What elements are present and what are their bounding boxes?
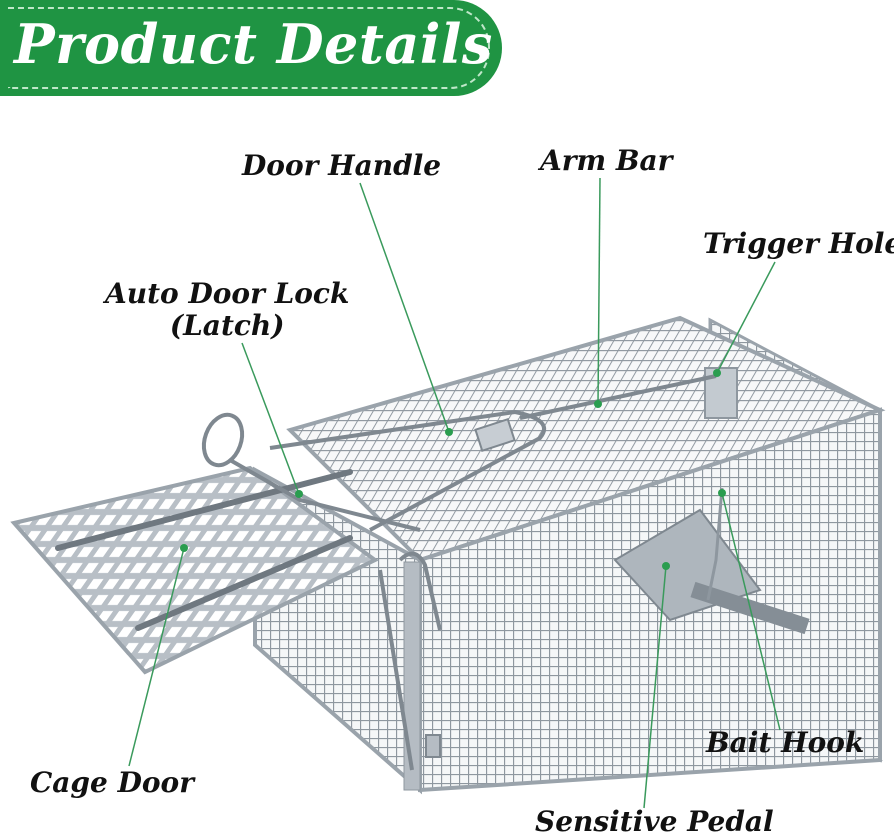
product-details-banner: Product Details [0, 0, 502, 96]
dot-trigger-hole [713, 369, 721, 377]
latch-bar [229, 458, 421, 532]
dot-arm-bar [594, 400, 602, 408]
latch-clip [398, 551, 442, 631]
arm-bar-rod [519, 374, 717, 420]
dot-auto-door-lock [295, 490, 303, 498]
label-arm-bar: Arm Bar [540, 144, 673, 177]
label-auto-door-lock-line1: Auto Door Lock [105, 277, 350, 310]
dot-sensitive-pedal [662, 562, 670, 570]
label-door-handle: Door Handle [242, 149, 442, 182]
handle-bracket [474, 418, 516, 452]
leader-auto-door-lock [241, 342, 300, 495]
dot-door-handle [445, 428, 453, 436]
dot-cage-door [180, 544, 188, 552]
door-rod-lower [135, 535, 353, 631]
bait-hook [706, 487, 724, 601]
leader-trigger-hole [716, 261, 776, 374]
door-handle-loop [269, 409, 547, 532]
label-bait-hook: Bait Hook [706, 726, 865, 759]
door-hinge-rod [378, 569, 414, 771]
label-cage-door: Cage Door [30, 766, 194, 799]
door-latch-tab [425, 734, 441, 758]
door-rod-upper [55, 469, 353, 551]
cage-door-plate [10, 465, 379, 675]
dot-bait-hook [718, 489, 726, 497]
label-auto-door-lock: Auto Door Lock (Latch) [105, 278, 349, 342]
leader-bait-hook [721, 492, 781, 731]
leader-sensitive-pedal [643, 565, 667, 809]
leader-cage-door [128, 547, 185, 767]
leader-door-handle [359, 182, 450, 433]
label-trigger-hole: Trigger Hole [703, 227, 894, 260]
banner-dashed-border [8, 7, 490, 89]
leader-arm-bar [597, 177, 601, 405]
label-sensitive-pedal: Sensitive Pedal [535, 805, 774, 838]
label-auto-door-lock-line2: (Latch) [169, 309, 285, 342]
end-post [403, 561, 421, 791]
banner-title: Product Details [14, 12, 493, 76]
latch-ring [201, 412, 245, 468]
